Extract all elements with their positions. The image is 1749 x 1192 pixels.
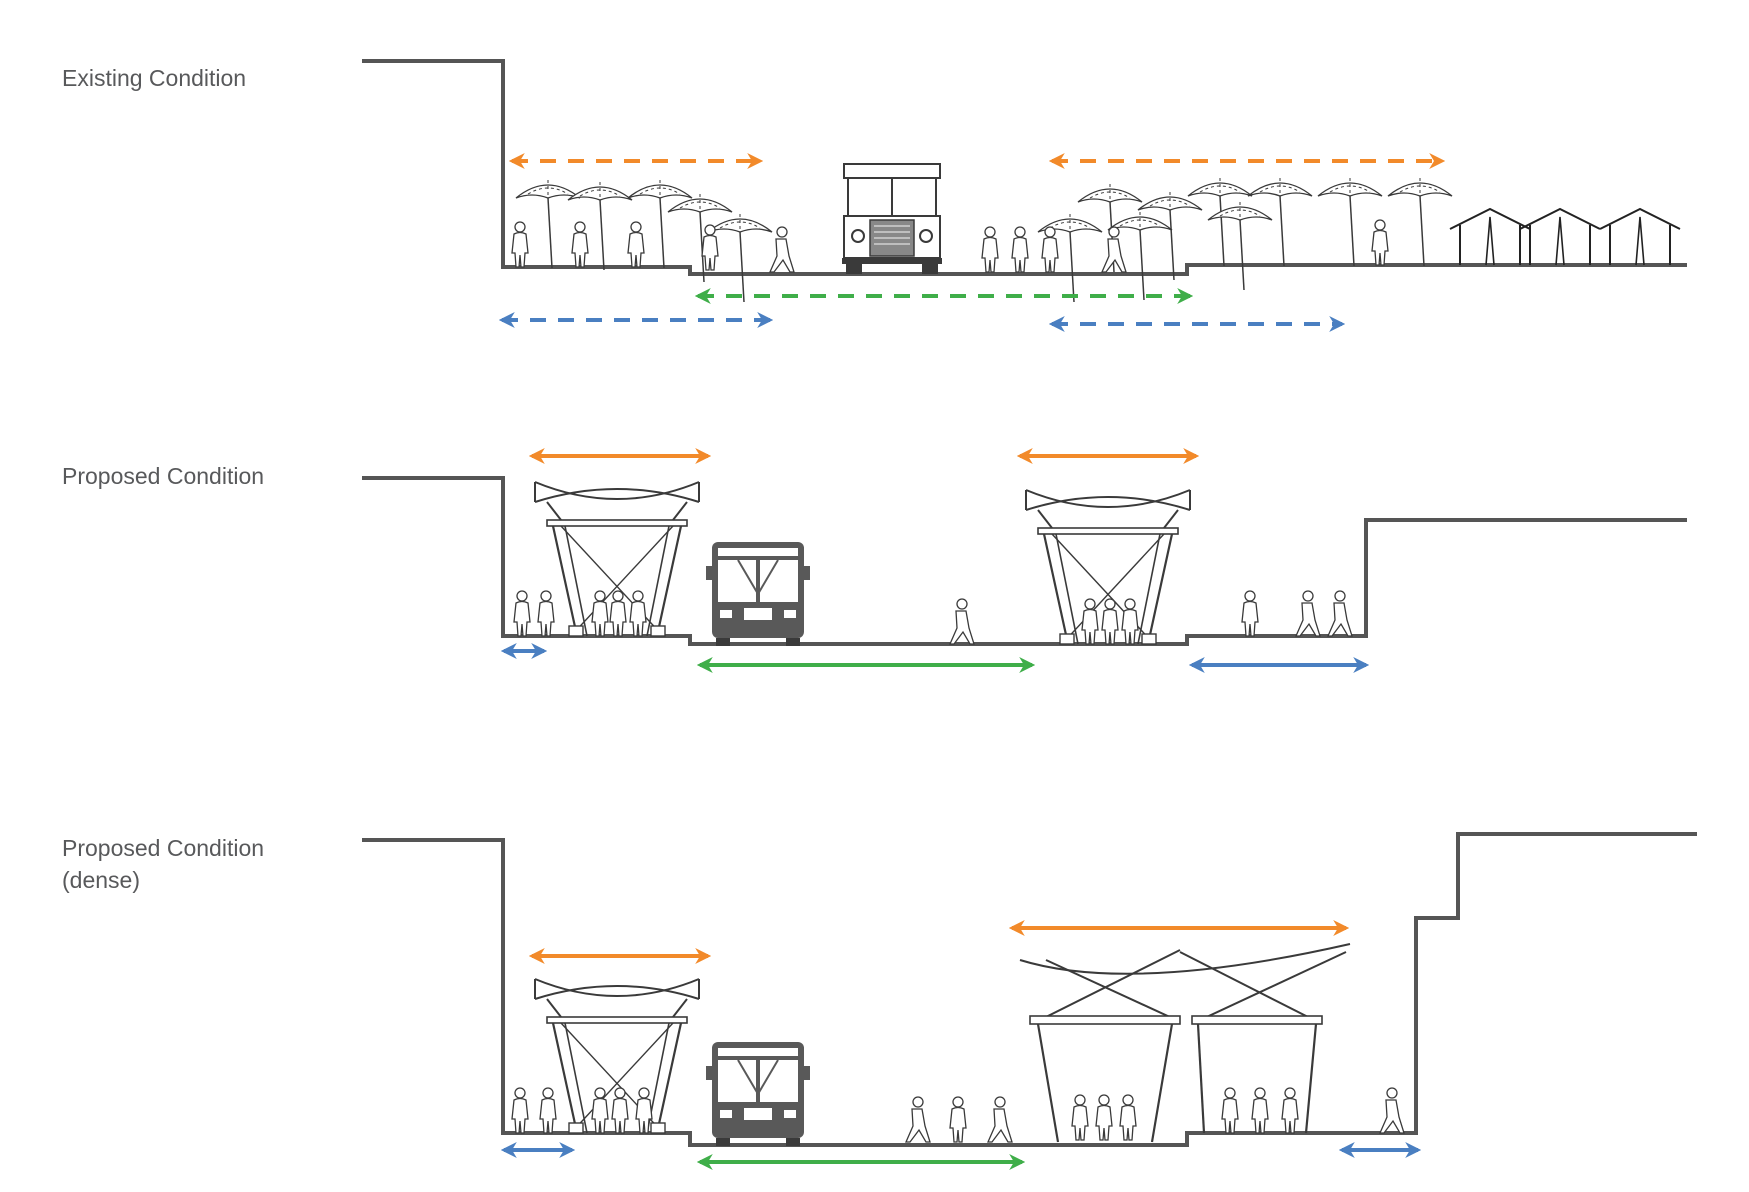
section-title: Proposed Condition <box>62 835 265 861</box>
section-label-proposed-dense: Proposed Condition (dense) <box>62 832 264 896</box>
truck-icon <box>841 163 943 275</box>
section-existing <box>362 59 1687 332</box>
ground-profile <box>362 832 1697 1147</box>
ground-profile <box>362 59 1687 276</box>
bus-icon <box>705 541 811 647</box>
section-title: Proposed Condition <box>62 463 265 489</box>
section-label-existing: Existing Condition <box>62 62 246 94</box>
shack-icon <box>1449 208 1681 266</box>
canopy-icon <box>1019 943 1351 1143</box>
section-proposed <box>362 448 1687 673</box>
umbrella-icon <box>515 179 773 303</box>
section-subtitle: (dense) <box>62 867 140 893</box>
section-proposed-dense <box>362 832 1697 1170</box>
umbrella-icon <box>1037 177 1453 303</box>
section-label-proposed: Proposed Condition <box>62 460 264 492</box>
bus-icon <box>705 1041 811 1147</box>
ground-profile <box>362 476 1687 646</box>
section-title: Existing Condition <box>62 65 247 91</box>
